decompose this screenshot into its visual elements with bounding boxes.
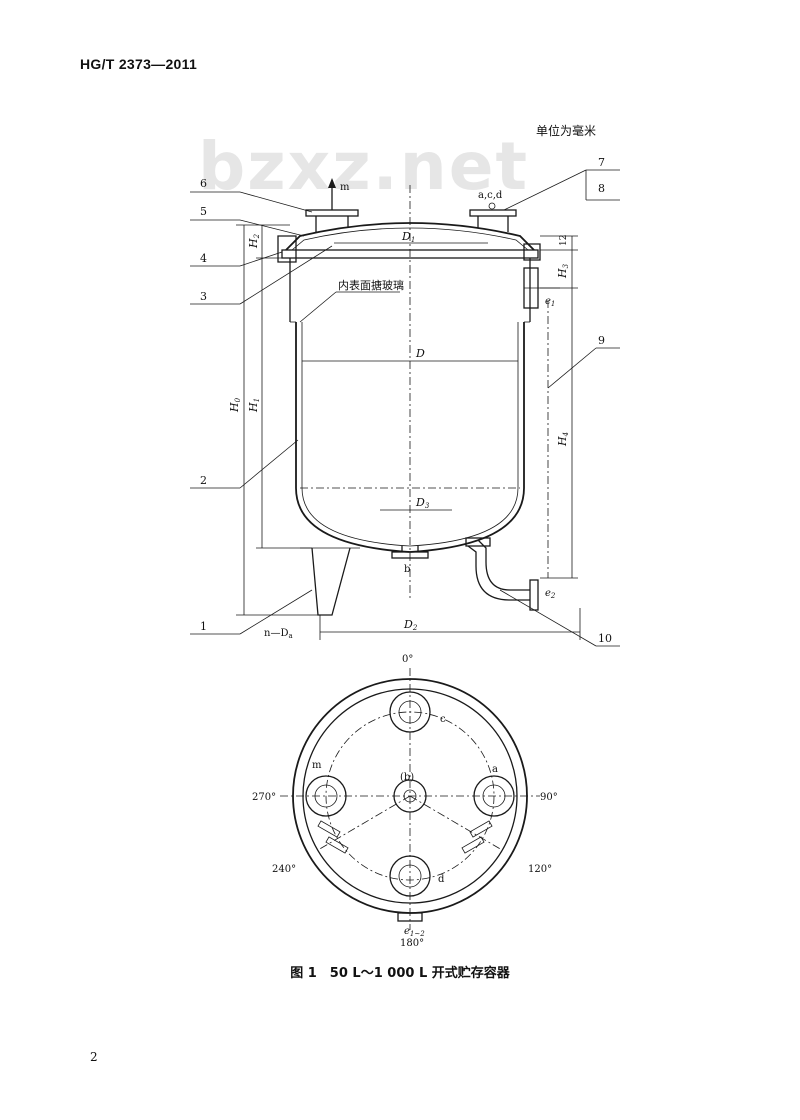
angle-240: 240° bbox=[272, 864, 296, 875]
watermark: bzxz.net bbox=[198, 128, 530, 205]
plan-view: 0° 90° 120° 180° 240° 270° c m a (b) d e… bbox=[252, 654, 558, 949]
page-number: 2 bbox=[90, 1050, 98, 1064]
plan-nozzle-a bbox=[473, 775, 515, 817]
plan-label-c: c bbox=[440, 714, 446, 725]
plan-ray-240 bbox=[317, 795, 411, 851]
shell-upper bbox=[289, 258, 531, 322]
elevation-view: 6 5 4 3 2 1 7 8 9 10 m a,c,d b e1 e2 D1 … bbox=[190, 156, 620, 647]
label-nozzle-b: b bbox=[404, 564, 410, 575]
label-nozzle-m: m bbox=[340, 182, 350, 193]
dim-H1: H1 bbox=[247, 398, 261, 413]
outlet-flange-e2 bbox=[529, 579, 539, 611]
nozzle-m-flange bbox=[305, 209, 359, 217]
dim-12: 12 bbox=[559, 235, 569, 246]
dim-H2: H2 bbox=[247, 233, 261, 249]
plan-label-d: d bbox=[438, 874, 445, 885]
plan-nozzle-b bbox=[393, 779, 427, 813]
plan-nozzle-m bbox=[305, 775, 347, 817]
nozzle-acd-flange bbox=[469, 209, 517, 217]
part-7: 7 bbox=[598, 156, 605, 169]
dim-nDa: n—Da bbox=[264, 628, 293, 640]
plan-label-a: a bbox=[492, 764, 498, 775]
plan-nozzle-d bbox=[389, 855, 431, 897]
part-5: 5 bbox=[200, 205, 207, 218]
figure-caption: 图 1 50 L～1 000 L 开式贮存容器 bbox=[290, 966, 510, 981]
part-3: 3 bbox=[200, 290, 207, 303]
plan-ray-120 bbox=[409, 795, 503, 851]
part-2: 2 bbox=[200, 474, 207, 487]
support-leg bbox=[311, 547, 351, 616]
dim-H0: H0 bbox=[228, 397, 242, 413]
plan-label-m: m bbox=[312, 760, 322, 771]
angle-180: 180° bbox=[400, 938, 424, 949]
label-nozzle-e2: e2 bbox=[545, 588, 556, 600]
angle-90: 90° bbox=[540, 792, 558, 803]
angle-270: 270° bbox=[252, 792, 276, 803]
standard-code: HG/T 2373—2011 bbox=[80, 56, 198, 72]
angle-120: 120° bbox=[528, 864, 552, 875]
outlet-pipe bbox=[477, 539, 530, 591]
part-10: 10 bbox=[598, 632, 612, 645]
nozzle-b bbox=[391, 551, 429, 559]
part-6: 6 bbox=[200, 177, 207, 190]
dim-H3: H3 bbox=[556, 263, 570, 279]
plan-label-e: e1~2 bbox=[404, 926, 425, 938]
plan-outlet-e bbox=[397, 912, 423, 922]
note-inner-glass-lining: 内表面搪玻璃 bbox=[338, 278, 404, 292]
angle-0: 0° bbox=[402, 654, 413, 665]
part-8: 8 bbox=[598, 182, 605, 195]
plan-clamp-120 bbox=[461, 820, 493, 854]
part-1: 1 bbox=[200, 620, 207, 633]
dim-D: D bbox=[415, 347, 425, 360]
plan-label-b: (b) bbox=[400, 772, 414, 783]
dim-D1: D1 bbox=[401, 230, 415, 244]
unit-note: 单位为毫米 bbox=[536, 124, 597, 138]
dim-D2: D2 bbox=[403, 618, 418, 632]
part-leaders-left bbox=[190, 191, 400, 635]
part-4: 4 bbox=[200, 252, 207, 265]
plan-nozzle-c bbox=[389, 691, 431, 733]
plan-clamp-240 bbox=[317, 820, 349, 854]
body-flange bbox=[281, 249, 539, 259]
lid-clamp-right bbox=[523, 243, 541, 261]
label-nozzle-acd: a,c,d bbox=[478, 190, 503, 201]
dim-H4: H4 bbox=[556, 432, 570, 447]
label-nozzle-e1: e1 bbox=[545, 296, 555, 308]
vessel-lid bbox=[285, 222, 535, 251]
dim-D3: D3 bbox=[415, 496, 430, 510]
part-leaders-right bbox=[499, 169, 620, 647]
vessel-shell-inner bbox=[301, 322, 519, 547]
part-9: 9 bbox=[598, 334, 605, 347]
